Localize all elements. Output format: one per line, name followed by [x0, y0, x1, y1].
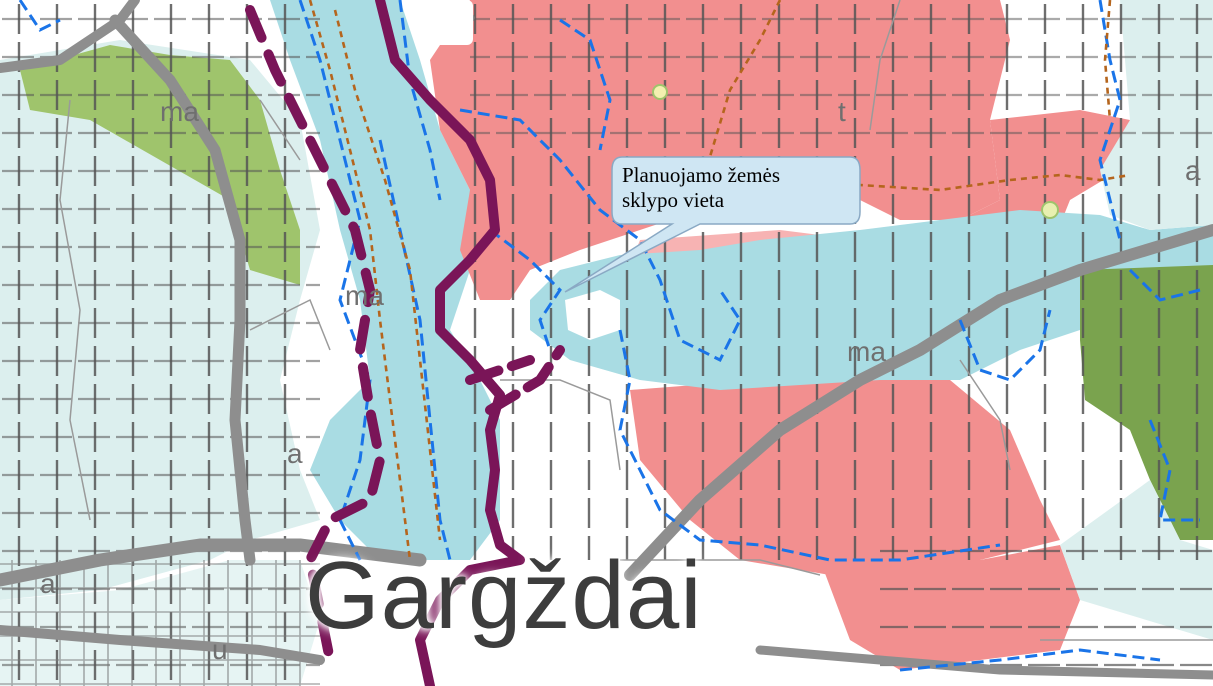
callout-label: Planuojamo žemės sklypo vieta [622, 163, 852, 213]
road-bottom-lower [0, 625, 325, 665]
river-valley-zone [270, 0, 500, 560]
zone-label-t: t [838, 96, 846, 127]
road-top-left [0, 0, 140, 73]
water-protection-lines [18, 0, 1201, 672]
callout-balloon [564, 156, 861, 293]
zone-label-u: u [212, 634, 228, 665]
marker-spot [1041, 201, 1059, 219]
zone-label-a: a [1185, 155, 1201, 186]
zone-label-ma: ma [160, 96, 199, 127]
road-main-vertical [109, 14, 256, 566]
city-name-label: Gargždai [305, 542, 703, 649]
zone-label-ma: ma [345, 280, 384, 311]
zone-label-ma: ma [847, 336, 886, 367]
horizontal-hatch-right [470, 0, 1213, 140]
municipal-boundary [245, 0, 565, 686]
callout-line-2: sklypo vieta [622, 188, 725, 212]
boundary-dashed [245, 5, 385, 665]
boundary-spur [465, 345, 565, 415]
parcel-boundaries [59, 0, 1213, 641]
zone-label-a: a [40, 568, 56, 599]
callout-line-1: Planuojamo žemės [622, 163, 781, 187]
grid-hatch-bottom-left [0, 560, 320, 686]
zone-label-a: a [287, 438, 303, 469]
white-gap-top [425, 0, 473, 45]
marker-spot [652, 84, 668, 100]
road-bottom-horizontal [0, 538, 427, 587]
road-diagonal-east [624, 224, 1213, 581]
